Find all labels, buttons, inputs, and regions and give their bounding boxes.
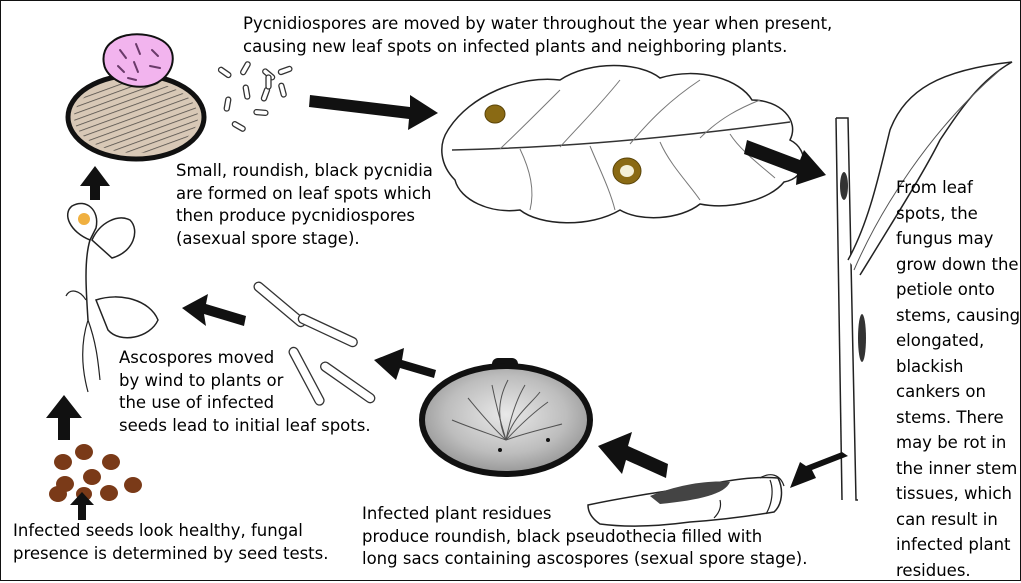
caption-line: Infected plant residues bbox=[362, 503, 807, 526]
caption-line: tissues, which bbox=[896, 481, 1020, 507]
pycnidiospores bbox=[218, 61, 293, 132]
caption-line: Pycnidiospores are moved by water throug… bbox=[243, 13, 832, 36]
caption-pycnidia-formation: Small, roundish, black pycnidia are form… bbox=[176, 160, 433, 250]
caption-line: blackish bbox=[896, 354, 1020, 380]
caption-line: the inner stem bbox=[896, 456, 1020, 482]
arrow-to-residue bbox=[790, 452, 848, 488]
caption-line: the use of infected bbox=[119, 392, 371, 415]
arrow-seedling-to-pycnidium bbox=[80, 166, 110, 200]
caption-plant-residues: Infected plant residues produce roundish… bbox=[362, 503, 807, 571]
caption-line: Infected seeds look healthy, fungal bbox=[13, 520, 329, 543]
caption-line: grow down the bbox=[896, 252, 1020, 278]
arrow-to-pseudothecium bbox=[598, 432, 668, 478]
caption-line: causing new leaf spots on infected plant… bbox=[243, 36, 832, 59]
caption-line: infected plant bbox=[896, 532, 1020, 558]
arrow-to-leaf bbox=[309, 95, 438, 130]
seeds bbox=[49, 444, 142, 502]
caption-line: produce roundish, black pseudothecia fil… bbox=[362, 526, 807, 549]
caption-line: stems. There bbox=[896, 405, 1020, 431]
caption-line: elongated, bbox=[896, 328, 1020, 354]
pycnidium-illustration bbox=[68, 34, 204, 159]
caption-line: seeds lead to initial leaf spots. bbox=[119, 415, 371, 438]
arrow-seeds-to-seedling bbox=[46, 395, 82, 440]
caption-line: fungus may bbox=[896, 226, 1020, 252]
caption-stem-cankers: From leaf spots, the fungus may grow dow… bbox=[896, 175, 1020, 583]
caption-line: by wind to plants or bbox=[119, 370, 371, 393]
caption-line: are formed on leaf spots which bbox=[176, 183, 433, 206]
caption-line: cankers on bbox=[896, 379, 1020, 405]
caption-line: spots, the bbox=[896, 201, 1020, 227]
caption-line: petiole onto bbox=[896, 277, 1020, 303]
arrow-to-ascospores bbox=[374, 348, 436, 380]
caption-pycnidiospores-spread: Pycnidiospores are moved by water throug… bbox=[243, 13, 832, 58]
caption-line: can result in bbox=[896, 507, 1020, 533]
caption-line: long sacs containing ascospores (sexual … bbox=[362, 548, 807, 571]
caption-line: may be rot in bbox=[896, 430, 1020, 456]
caption-line: stems, causing bbox=[896, 303, 1020, 329]
caption-line: then produce pycnidiospores bbox=[176, 205, 433, 228]
caption-line: Ascospores moved bbox=[119, 347, 371, 370]
caption-line: From leaf bbox=[896, 175, 1020, 201]
caption-ascospores-spread: Ascospores moved by wind to plants or th… bbox=[119, 347, 371, 437]
caption-line: residues. bbox=[896, 558, 1020, 583]
caption-infected-seeds: Infected seeds look healthy, fungal pres… bbox=[13, 520, 329, 565]
pseudothecium-illustration bbox=[422, 358, 590, 474]
caption-line: Small, roundish, black pycnidia bbox=[176, 160, 433, 183]
caption-line: (asexual spore stage). bbox=[176, 228, 433, 251]
arrow-to-seedling bbox=[182, 294, 246, 326]
caption-line: presence is determined by seed tests. bbox=[13, 543, 329, 566]
